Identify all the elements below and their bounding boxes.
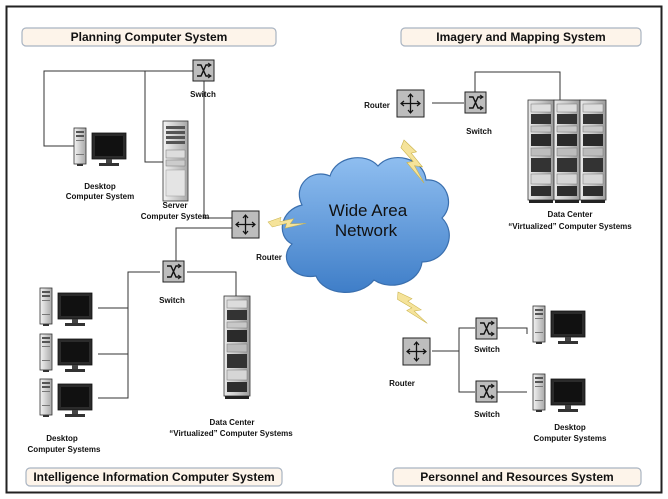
wan-cloud: Wide Area Network — [281, 157, 450, 293]
desktops-label-line1: Desktop — [554, 423, 586, 432]
server-icon — [162, 120, 189, 202]
planning-section-title: Planning Computer System — [21, 27, 277, 47]
switch-icon — [475, 380, 498, 403]
imagery-title-text: Imagery and Mapping System — [436, 30, 605, 44]
router-icon — [396, 89, 425, 118]
personnel-title-text: Personnel and Resources System — [420, 470, 613, 484]
server-label-line1: Server — [163, 201, 188, 210]
wan-label-line1: Wide Area — [329, 201, 408, 220]
switch-icon — [192, 59, 215, 82]
planning-title-text: Planning Computer System — [71, 30, 228, 44]
switch-icon — [162, 260, 185, 283]
switch-label: Switch — [474, 410, 500, 419]
switch-label: Switch — [159, 296, 185, 305]
desktops-label-line2: Computer Systems — [28, 445, 101, 454]
switch-icon — [464, 91, 487, 114]
datacenter-label-line1: Data Center — [210, 418, 255, 427]
connection-lines — [43, 70, 561, 399]
switch-label: Switch — [190, 90, 216, 99]
intelligence-section-title: Intelligence Information Computer System — [25, 467, 283, 487]
router-icon — [402, 337, 431, 366]
wan-label-line2: Network — [335, 221, 398, 240]
desktop-label-line1: Desktop — [84, 182, 116, 191]
data-center-rack-icon — [223, 295, 251, 400]
intelligence-title-text: Intelligence Information Computer System — [33, 470, 274, 484]
datacenter-label-line2: “Virtualized” Computer Systems — [508, 222, 632, 231]
datacenter-label-line2: “Virtualized” Computer Systems — [169, 429, 293, 438]
imagery-section-title: Imagery and Mapping System — [400, 27, 642, 47]
desktop-label-line2: Computer System — [66, 192, 134, 201]
server-label-line2: Computer System — [141, 212, 209, 221]
personnel-section-title: Personnel and Resources System — [392, 467, 642, 487]
router-label: Router — [364, 101, 390, 110]
switch-icon — [475, 317, 498, 340]
router-label: Router — [389, 379, 415, 388]
router-label: Router — [256, 253, 282, 262]
router-icon — [231, 210, 260, 239]
switch-label: Switch — [466, 127, 492, 136]
desktops-label-line2: Computer Systems — [534, 434, 607, 443]
data-center-rack-icon — [527, 99, 607, 204]
desktops-label-line1: Desktop — [46, 434, 78, 443]
datacenter-label-line1: Data Center — [548, 210, 593, 219]
switch-label: Switch — [474, 345, 500, 354]
